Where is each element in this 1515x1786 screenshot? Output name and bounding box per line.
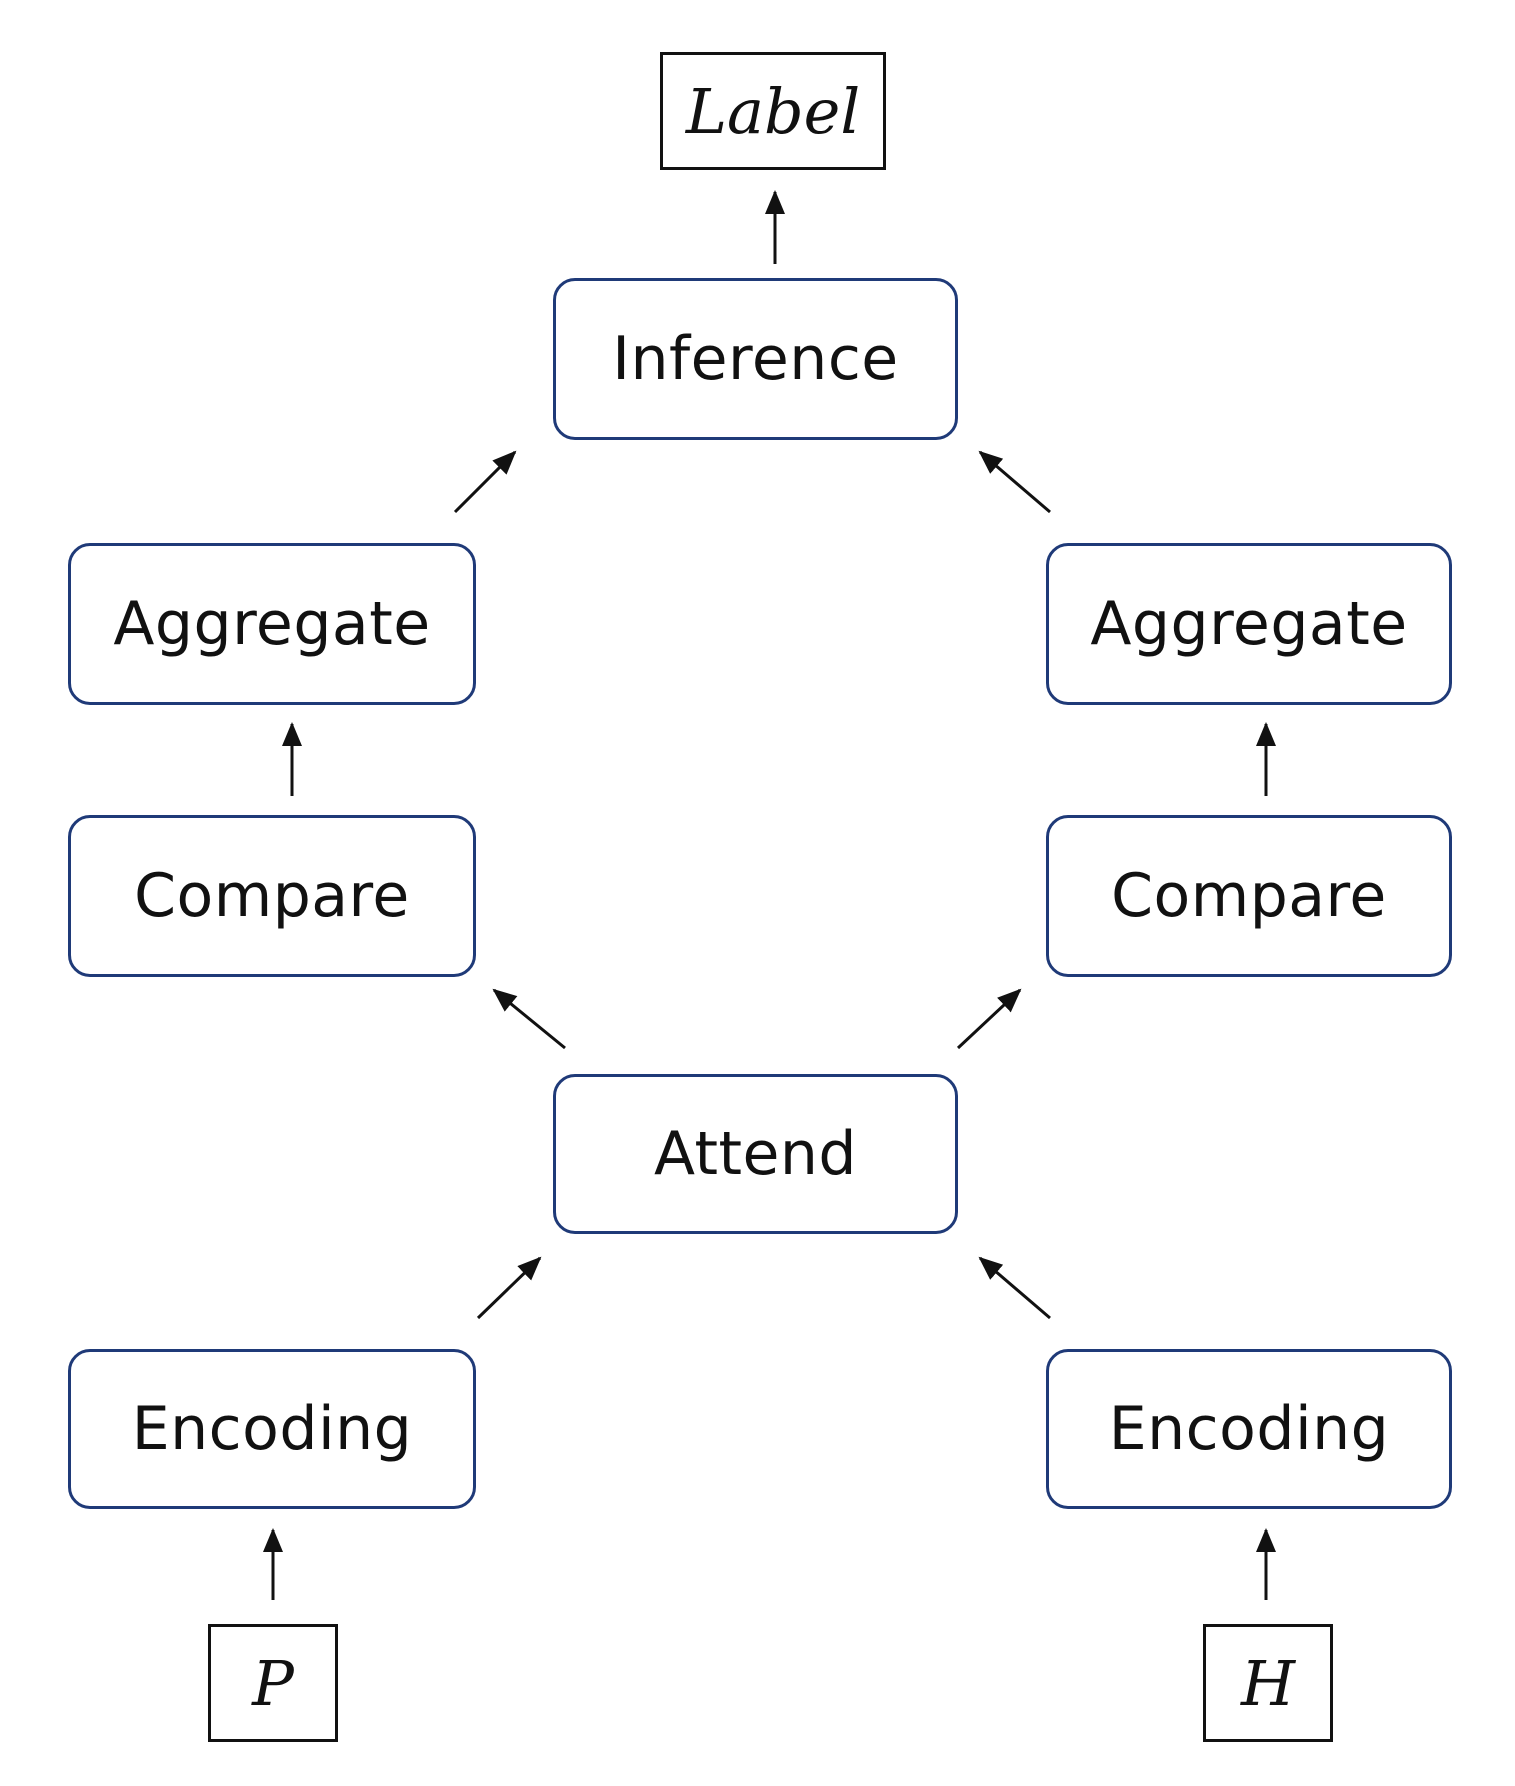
arrow-aggregate-right-to-inference [978, 450, 1051, 514]
aggregate-node-right: Aggregate [1046, 543, 1452, 705]
arrow-attend-to-compare-left [492, 988, 566, 1050]
premise-input-box: P [208, 1624, 338, 1742]
encoding-node-right: Encoding [1046, 1349, 1452, 1509]
arrow-encoding-left-to-attend [476, 1256, 542, 1320]
arrow-encoding-right-to-attend [978, 1256, 1051, 1320]
attend-node: Attend [553, 1074, 958, 1234]
inference-node: Inference [553, 278, 958, 440]
hypothesis-input-box: H [1203, 1624, 1333, 1742]
label-output-box: Label [660, 52, 886, 170]
arrow-aggregate-left-to-inference [453, 450, 517, 514]
compare-node-left: Compare [68, 815, 476, 977]
compare-node-right: Compare [1046, 815, 1452, 977]
arrow-attend-to-compare-right [956, 988, 1022, 1050]
encoding-node-left: Encoding [68, 1349, 476, 1509]
aggregate-node-left: Aggregate [68, 543, 476, 705]
